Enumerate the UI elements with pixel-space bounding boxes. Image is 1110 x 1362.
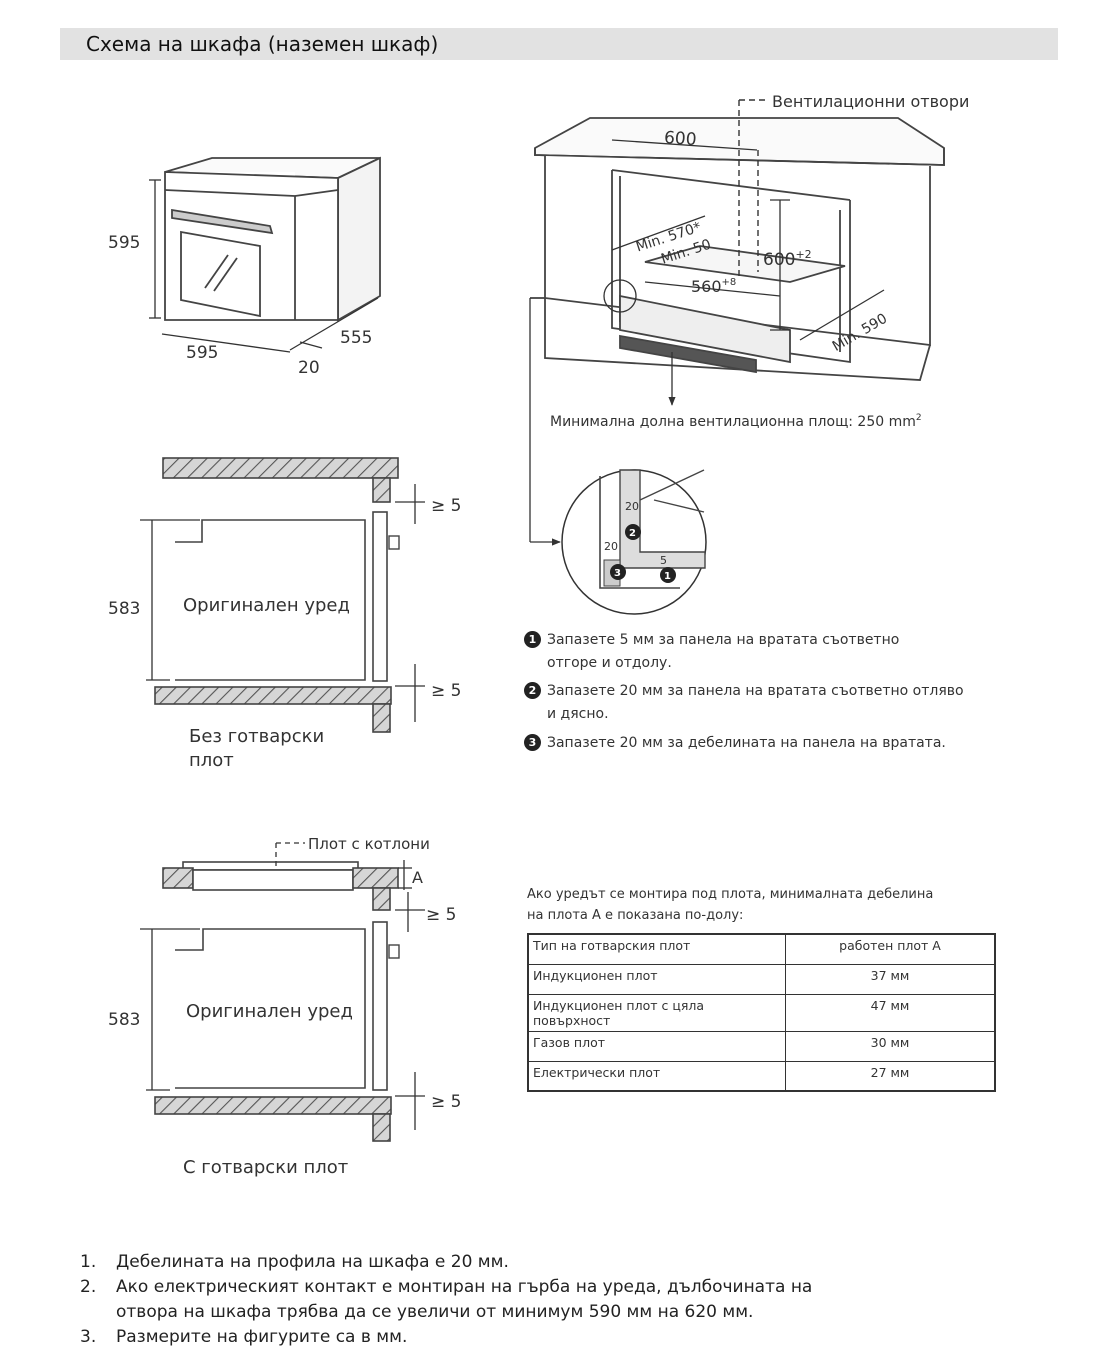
table-row: Газов плот 30 мм: [527, 1030, 996, 1062]
oven-height-dim: 595: [108, 233, 140, 253]
hob-height-dim: 583: [108, 1010, 140, 1030]
note-line: Запазете 20 мм за панела на вратата съот…: [547, 683, 964, 699]
table-intro-line: на плота А е показана по-долу:: [527, 908, 744, 923]
footnote-text: Ако електрическият контакт е монтиран на…: [116, 1277, 813, 1297]
vent-guide-lines: [738, 99, 765, 276]
table-cell-value: 27 мм: [785, 1060, 996, 1092]
section-with-hob: [140, 842, 425, 1142]
no-hob-gap-bottom: ≥ 5: [431, 681, 461, 701]
note-1: 1 Запазете 5 мм за панела на вратата съот…: [524, 629, 1064, 675]
oven-perspective-drawing: [149, 156, 381, 353]
note-line: Запазете 20 мм за дебелината на панела н…: [547, 735, 946, 751]
hob-gap-bottom: ≥ 5: [431, 1092, 461, 1112]
page-title: Схема на шкафа (наземен шкаф): [86, 32, 439, 56]
table-header-value: работен плот А: [785, 933, 996, 965]
detail-marker-2: 2: [629, 528, 636, 539]
note-badge: 2: [524, 682, 541, 699]
oven-depth-dim: 555: [340, 328, 372, 348]
table-cell-value: 47 мм: [785, 993, 996, 1032]
footnote-number: 1.: [80, 1252, 97, 1272]
no-hob-caption-line2: плот: [189, 750, 234, 771]
no-hob-caption-line1: Без готварски: [189, 726, 324, 747]
footnote-text: Размерите на фигурите са в мм.: [116, 1327, 408, 1347]
table-row: Индукционен плот 37 мм: [527, 963, 996, 995]
cooktop-thickness-table: Тип на готварския плот работен плот А Ин…: [527, 933, 996, 1092]
footnote-text-cont: отвора на шкафа трябва да се увеличи от …: [116, 1302, 754, 1322]
note-3: 3 Запазете 20 мм за дебелината на панела …: [524, 732, 1064, 755]
table-cell-type: Газов плот: [527, 1030, 786, 1062]
note-2: 2 Запазете 20 мм за панела на вратата съо…: [524, 680, 1064, 726]
footnote-3: 3. Размерите на фигурите са в мм.: [80, 1325, 920, 1350]
oven-offset-dim: 20: [298, 358, 320, 378]
no-hob-height-dim: 583: [108, 599, 140, 619]
oven-width-dim: 595: [186, 343, 218, 363]
table-header-type: Тип на готварския плот: [527, 933, 786, 965]
footnote-number: 3.: [80, 1327, 97, 1347]
footnote-1: 1. Дебелината на профила на шкафа е 20 мм…: [80, 1250, 920, 1275]
no-hob-appliance-label: Оригинален уред: [183, 595, 350, 616]
table-header-row: Тип на готварския плот работен плот А: [527, 933, 996, 965]
detail-dim-c: 5: [660, 554, 667, 567]
hob-label: Плот с котлони: [308, 835, 430, 853]
table-row: Индукционен плот с цяла повърхност 47 мм: [527, 993, 996, 1032]
detail-marker-3: 3: [614, 568, 621, 579]
table-cell-type: Индукционен плот с цяла повърхност: [527, 993, 786, 1032]
table-cell-type: Индукционен плот: [527, 963, 786, 995]
table-cell-value: 37 мм: [785, 963, 996, 995]
cabinet-height-dim: 600+2: [763, 248, 812, 270]
hob-caption: С готварски плот: [183, 1157, 348, 1178]
hob-appliance-label: Оригинален уред: [186, 1001, 353, 1022]
footnote-2: 2. Ако електрическият контакт е монтиран …: [80, 1275, 920, 1325]
table-intro: Ако уредът се монтира под плота, минимал…: [527, 884, 997, 926]
detail-circle: 20 20 5 2 3 1: [561, 469, 707, 615]
vents-label: Вентилационни отвори: [772, 92, 969, 111]
detail-dim-a: 20: [625, 500, 639, 513]
hob-gap-top: ≥ 5: [426, 905, 456, 925]
cabinet-width-dim: 600: [663, 128, 697, 150]
header-bar: Схема на шкафа (наземен шкаф): [60, 28, 1058, 60]
note-line: и дясно.: [547, 706, 609, 722]
note-line: Запазете 5 мм за панела на вратата съотв…: [547, 632, 900, 648]
note-badge: 1: [524, 631, 541, 648]
cabinet-perspective-drawing: [530, 117, 945, 381]
table-cell-value: 30 мм: [785, 1030, 996, 1062]
table-row: Електрически плот 27 мм: [527, 1060, 996, 1092]
table-intro-line: Ако уредът се монтира под плота, минимал…: [527, 887, 934, 902]
detail-dim-b: 20: [604, 540, 618, 553]
section-without-hob: [140, 457, 425, 733]
cabinet-dimension-lines: [529, 139, 885, 546]
note-badge: 3: [524, 734, 541, 751]
note-line: отгоре и отдолу.: [547, 655, 672, 671]
footnote-text: Дебелината на профила на шкафа е 20 мм.: [116, 1252, 509, 1272]
footnote-number: 2.: [80, 1277, 97, 1297]
hob-a-label: A: [412, 868, 423, 887]
table-cell-type: Електрически плот: [527, 1060, 786, 1092]
bottom-vent-label: Минимална долна вентилационна площ: 250 …: [550, 413, 922, 430]
footnotes: 1. Дебелината на профила на шкафа е 20 мм…: [80, 1250, 920, 1350]
detail-marker-1: 1: [664, 571, 671, 582]
no-hob-gap-top: ≥ 5: [431, 496, 461, 516]
cabinet-depth-dim: 560+8: [691, 277, 736, 296]
